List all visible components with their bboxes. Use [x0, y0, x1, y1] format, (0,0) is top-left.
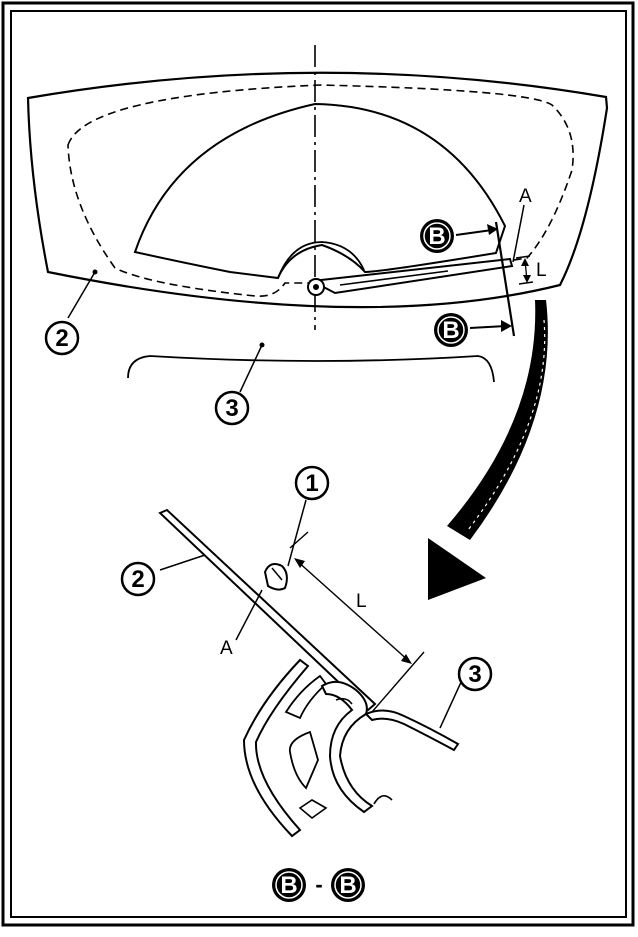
svg-text:2: 2	[55, 325, 68, 352]
dim-l-ext-end	[371, 651, 425, 713]
wiper-arm-ridge	[339, 270, 449, 286]
view-arrow	[428, 300, 548, 600]
label-dim-l-bottom: L	[356, 591, 367, 612]
svg-text:2: 2	[131, 566, 144, 593]
part3-dot-top	[259, 342, 265, 348]
section-title-right: B	[339, 872, 356, 899]
callout-part3-top: 3	[214, 390, 250, 426]
callout-part2-bottom: 2	[120, 561, 156, 597]
inner-border	[10, 10, 627, 918]
svg-text:1: 1	[305, 470, 318, 497]
callout-part1: 1	[294, 465, 330, 501]
part3-leader-top	[239, 344, 263, 393]
dim-l-ext-bottom	[518, 281, 534, 285]
section-arrow-upper-line	[455, 229, 493, 236]
point-a-leader-top	[512, 204, 525, 263]
svg-text:B: B	[442, 317, 459, 344]
section-line-bb	[494, 221, 516, 337]
label-point-a-bottom: A	[220, 638, 233, 659]
point-a-leader-bottom	[235, 589, 263, 641]
section-view	[158, 499, 463, 838]
svg-text:B: B	[428, 223, 445, 250]
section-arrow-lower-line	[469, 325, 507, 329]
section-title-left: B	[280, 872, 297, 899]
section-title-separator: -	[315, 872, 322, 897]
body-panel-top	[127, 355, 495, 383]
trim-clip-middle	[288, 730, 319, 790]
rear-window-top-view	[26, 45, 609, 393]
svg-text:3: 3	[225, 395, 238, 422]
section-arrow-lower-head	[501, 320, 512, 332]
section-arrow-upper-head	[487, 224, 498, 235]
label-dim-l-top: L	[536, 260, 547, 281]
glass-seal	[320, 680, 374, 814]
pivot-center	[313, 284, 319, 290]
callout-part2-top: 2	[44, 320, 80, 356]
hub-bump	[277, 241, 365, 279]
glass-outline	[26, 71, 609, 309]
body-panel-section	[364, 709, 460, 752]
glass-section	[158, 508, 377, 712]
dashed-border	[67, 84, 574, 298]
part2-leader-bottom	[159, 554, 206, 571]
part2-dot-top	[92, 269, 98, 275]
dim-l-arrow-a	[521, 258, 529, 266]
washer-nozzle	[263, 563, 288, 591]
callout-section-b-lower: B	[434, 313, 468, 347]
dim-l-ext-nozzle	[289, 531, 309, 549]
label-point-a-top: A	[519, 186, 532, 207]
part1-leader	[287, 499, 307, 567]
callout-part3-bottom: 3	[457, 656, 493, 692]
trim-clip-lower	[298, 799, 328, 820]
dim-l-arrow-c	[294, 558, 305, 568]
dim-l-line-bottom	[295, 559, 411, 663]
dim-l-arrow-b	[523, 275, 531, 283]
section-title: B - B	[272, 868, 365, 902]
trim-outer	[242, 658, 310, 838]
part3-leader-bottom	[439, 679, 463, 729]
wiper-sweep-area	[133, 102, 507, 280]
dim-l-arrow-d	[401, 654, 412, 664]
dim-l-ext-top	[515, 255, 531, 259]
callout-section-b-upper: B	[420, 219, 454, 253]
part2-leader-top	[67, 271, 96, 319]
svg-text:3: 3	[468, 661, 481, 688]
